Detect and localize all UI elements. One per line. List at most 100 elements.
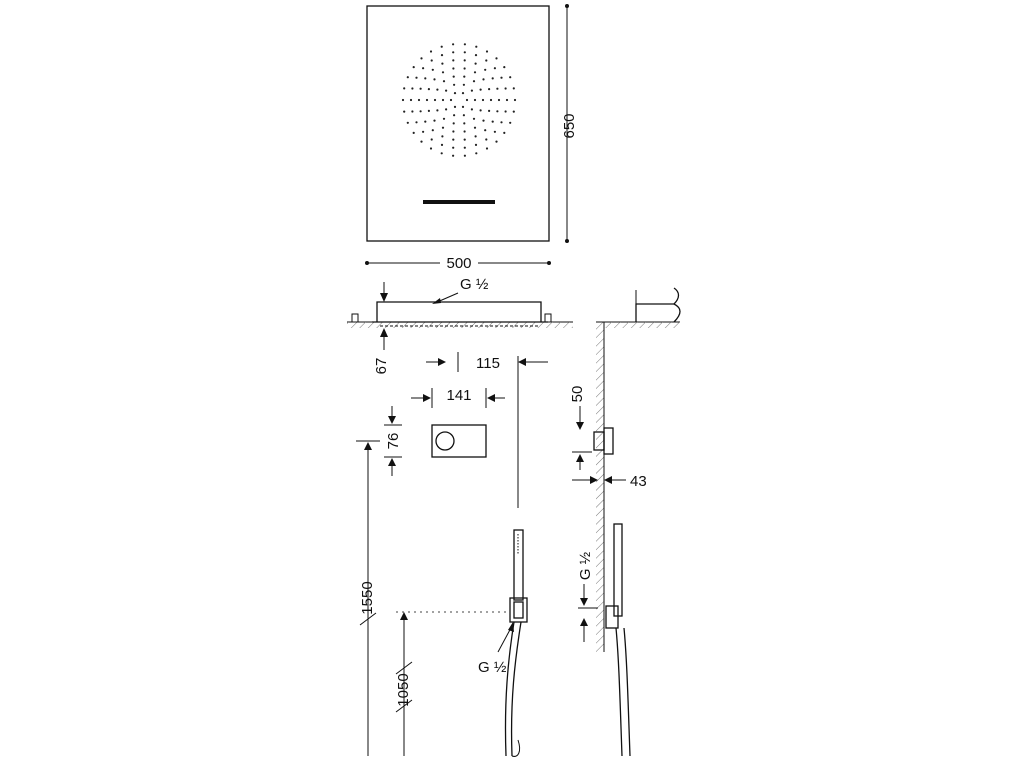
rain-panel-side-view	[347, 301, 573, 328]
nozzle-dot	[442, 117, 446, 120]
waterfall-slot	[423, 200, 495, 204]
nozzle-dot	[493, 67, 496, 70]
hand-shower-inlet-side-label: G ½	[577, 551, 594, 580]
nozzle-dot	[470, 89, 473, 92]
nozzle-dot	[461, 105, 465, 108]
nozzle-dot	[509, 121, 512, 124]
dimension-panel-depth: 67	[373, 282, 390, 374]
nozzle-dot	[485, 59, 488, 62]
nozzle-dot	[415, 76, 418, 79]
rain-panel-outline	[366, 5, 550, 242]
nozzle-dot	[425, 98, 429, 102]
nozzle-dot	[452, 146, 455, 149]
nozzle-dot	[509, 76, 512, 79]
nozzle-dot	[503, 131, 506, 134]
nozzle-dot	[422, 67, 425, 70]
nozzle-dot	[473, 71, 477, 74]
nozzle-dot	[411, 87, 414, 90]
nozzle-dot	[433, 78, 436, 81]
nozzle-dot	[452, 130, 455, 133]
hand-shower-front	[504, 529, 528, 757]
nozzle-dot	[441, 126, 445, 129]
nozzle-dot	[463, 67, 466, 70]
rain-nozzle-pattern	[401, 43, 517, 157]
nozzle-dot	[482, 119, 485, 122]
dimension-label-500: 500	[446, 255, 471, 272]
nozzle-dot	[495, 140, 498, 143]
wall-side-profile	[593, 287, 681, 757]
nozzle-dot	[452, 67, 455, 70]
hand-shower-inlet-front-callout: G ½	[478, 622, 514, 676]
nozzle-dot	[440, 54, 444, 57]
nozzle-dot	[452, 43, 455, 46]
nozzle-dot	[512, 110, 515, 113]
nozzle-dot	[485, 50, 489, 53]
nozzle-dot	[436, 109, 439, 112]
dimension-panel-height: 650	[561, 4, 578, 243]
nozzle-dot	[485, 138, 488, 141]
nozzle-dot	[412, 131, 415, 134]
nozzle-dot	[424, 120, 427, 123]
dimension-label-50: 50	[569, 386, 586, 403]
nozzle-dot	[429, 147, 433, 150]
nozzle-dot	[489, 98, 493, 102]
nozzle-dot	[497, 98, 501, 102]
nozzle-dot	[427, 88, 430, 91]
nozzle-dot	[440, 152, 443, 155]
nozzle-dot	[488, 109, 491, 112]
nozzle-dot	[484, 129, 487, 132]
nozzle-dot	[488, 88, 491, 91]
nozzle-dot	[474, 54, 478, 57]
nozzle-dot	[452, 122, 455, 125]
nozzle-dot	[441, 135, 444, 138]
dimension-label-650: 650	[561, 113, 578, 138]
nozzle-dot	[491, 77, 494, 80]
thermostatic-control-front	[431, 424, 487, 458]
nozzle-dot	[479, 88, 482, 91]
nozzle-dot	[473, 98, 477, 102]
dimension-control-wall-projection: 43	[572, 473, 647, 490]
nozzle-dot	[417, 98, 421, 102]
nozzle-dot	[430, 59, 433, 62]
nozzle-dot	[453, 105, 457, 108]
panel-inlet-callout: G ½	[432, 276, 489, 304]
dimension-label-76: 76	[385, 433, 402, 450]
nozzle-dot	[474, 135, 477, 138]
nozzle-dot	[463, 43, 466, 46]
nozzle-dot	[441, 98, 445, 102]
nozzle-dot	[481, 98, 485, 102]
nozzle-dot	[452, 51, 455, 54]
nozzle-dot	[473, 126, 477, 129]
nozzle-dot	[445, 108, 448, 111]
nozzle-dot	[470, 108, 473, 111]
nozzle-dot	[463, 75, 466, 78]
dimension-control-projection: 50	[569, 386, 592, 470]
nozzle-dot	[412, 66, 415, 69]
nozzle-dot	[463, 146, 466, 149]
nozzle-dot	[513, 98, 517, 102]
nozzle-dot	[403, 87, 406, 90]
dimension-control-height: 76	[384, 406, 402, 476]
nozzle-dot	[462, 114, 465, 117]
nozzle-dot	[493, 130, 496, 133]
nozzle-dot	[453, 92, 457, 95]
nozzle-dot	[463, 59, 466, 62]
nozzle-dot	[452, 75, 455, 78]
nozzle-dot	[505, 98, 509, 102]
dimension-label-141: 141	[446, 387, 471, 404]
nozzle-dot	[452, 154, 455, 157]
nozzle-dot	[452, 59, 455, 62]
nozzle-dot	[453, 83, 456, 86]
nozzle-dot	[452, 138, 455, 141]
nozzle-dot	[415, 121, 418, 124]
nozzle-dot	[472, 117, 476, 120]
nozzle-dot	[445, 89, 448, 92]
nozzle-dot	[496, 110, 499, 113]
nozzle-dot	[504, 110, 507, 113]
panel-inlet-label: G ½	[460, 276, 489, 293]
nozzle-dot	[419, 87, 422, 90]
nozzle-dot	[419, 110, 422, 113]
dimension-hand-shower-offset: 115	[426, 352, 548, 372]
nozzle-dot	[465, 98, 469, 102]
nozzle-dot	[503, 66, 506, 69]
